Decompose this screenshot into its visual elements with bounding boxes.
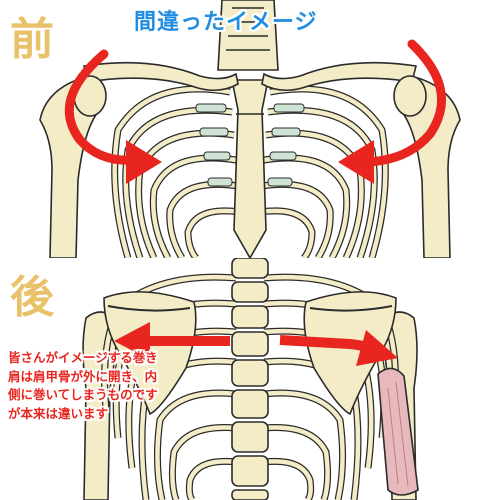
left-arrowhead (126, 140, 162, 184)
front-view-panel: 前 間違ったイメージ (10, 0, 461, 258)
right-shoulder-joint (393, 75, 427, 117)
front-ribcage-illustration (39, 0, 461, 258)
back-view-panel: 後 皆さんがイメージする巻き肩は肩甲骨が外に開き、内側に巻いてしまうものですが本… (0, 258, 500, 500)
left-clavicle (83, 61, 239, 92)
front-label: 前 (10, 14, 54, 65)
back-ribcage-illustration (82, 258, 419, 500)
right-inward-arrow (363, 39, 447, 167)
left-inward-arrow (64, 49, 137, 165)
wrong-image-title: 間違ったイメージ (134, 10, 318, 35)
back-explanation-note: 皆さんがイメージする巻き肩は肩甲骨が外に開き、内側に巻いてしまうものですが本来は… (8, 350, 158, 421)
left-outward-arrow-shaft (146, 336, 230, 346)
thoracic-spine (231, 258, 269, 500)
costal-cartilage (195, 103, 305, 187)
back-outward-arrows (114, 322, 398, 366)
left-outward-arrowhead (114, 322, 150, 360)
sternum (231, 79, 269, 258)
cervical-spine (217, 0, 279, 71)
right-outward-arrowhead (356, 330, 398, 366)
right-arrowhead (338, 140, 374, 184)
back-label: 後 (10, 272, 54, 323)
upper-arm-muscle (377, 367, 419, 496)
right-clavicle (261, 61, 417, 92)
front-inward-arrows (64, 39, 447, 167)
